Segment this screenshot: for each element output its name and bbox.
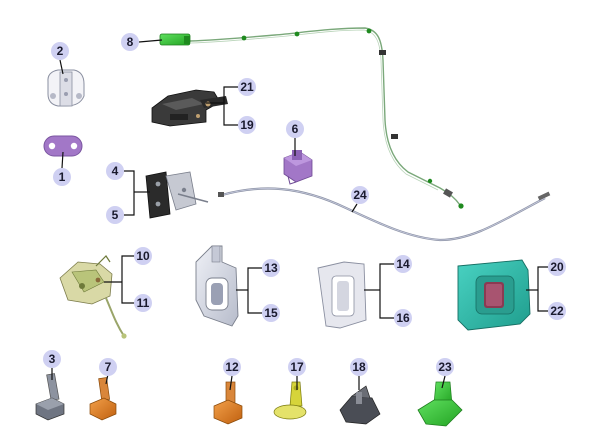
callout-3[interactable]: 3 bbox=[43, 350, 61, 368]
callout-2[interactable]: 2 bbox=[51, 42, 69, 60]
bolt-7-part bbox=[89, 377, 117, 421]
callout-5[interactable]: 5 bbox=[106, 206, 124, 224]
callout-10[interactable]: 10 bbox=[134, 247, 152, 265]
callout-8-label: 8 bbox=[127, 35, 134, 49]
callout-11[interactable]: 11 bbox=[134, 294, 152, 312]
callout-13[interactable]: 13 bbox=[262, 259, 280, 277]
callout-16-label: 16 bbox=[396, 311, 410, 325]
callout-22-label: 21 bbox=[240, 80, 254, 94]
callout-10-label: 10 bbox=[136, 249, 150, 263]
callout-19[interactable]: 19 bbox=[238, 116, 256, 134]
callout-4[interactable]: 4 bbox=[106, 162, 124, 180]
connector-clip-part bbox=[283, 150, 313, 185]
callout-16[interactable]: 16 bbox=[394, 309, 412, 327]
callout-18[interactable]: 18 bbox=[350, 358, 368, 376]
hinge-plate-part bbox=[47, 69, 85, 107]
callout-15[interactable]: 15 bbox=[262, 304, 280, 322]
callout-24-label: 24 bbox=[353, 188, 367, 202]
bolt-12-part bbox=[213, 381, 243, 425]
callout-1[interactable]: 1 bbox=[53, 168, 71, 186]
callout-22[interactable]: 21 bbox=[238, 78, 256, 96]
callout-6[interactable]: 6 bbox=[286, 120, 304, 138]
callout-3-label: 3 bbox=[49, 352, 56, 366]
lock-mechanism-part bbox=[59, 255, 127, 339]
callout-11-label: 11 bbox=[137, 296, 150, 310]
callout-12[interactable]: 12 bbox=[223, 358, 241, 376]
callout-17-label: 17 bbox=[290, 360, 304, 374]
callout-8[interactable]: 8 bbox=[121, 33, 139, 51]
latch-actuator-part bbox=[151, 89, 228, 127]
callout-23-label: 23 bbox=[438, 360, 452, 374]
callout-13-label: 13 bbox=[264, 261, 278, 275]
callout-21[interactable]: 22 bbox=[548, 302, 566, 320]
clip-nut-18-part bbox=[339, 385, 381, 425]
callout-17[interactable]: 17 bbox=[288, 358, 306, 376]
callout-12-label: 12 bbox=[225, 360, 239, 374]
outer-handle-part bbox=[457, 259, 531, 331]
wiring-harness-part bbox=[159, 27, 464, 209]
release-cable-part bbox=[218, 187, 551, 242]
gasket-part bbox=[43, 135, 83, 157]
callout-7[interactable]: 7 bbox=[99, 358, 117, 376]
callout-4-label: 4 bbox=[112, 164, 119, 178]
striker-bracket-part bbox=[145, 171, 209, 219]
callout-19-label: 19 bbox=[240, 118, 254, 132]
bolt-3-part bbox=[35, 373, 65, 421]
handle-bezel-part bbox=[317, 261, 367, 329]
callout-14[interactable]: 14 bbox=[394, 255, 412, 273]
callout-1-label: 1 bbox=[59, 170, 66, 184]
callout-23[interactable]: 23 bbox=[436, 358, 454, 376]
callout-5-label: 5 bbox=[112, 208, 119, 222]
callout-6-label: 6 bbox=[292, 122, 299, 136]
callout-18-label: 18 bbox=[352, 360, 366, 374]
callout-20[interactable]: 20 bbox=[548, 258, 566, 276]
callout-7-label: 7 bbox=[105, 360, 112, 374]
callout-2-label: 2 bbox=[57, 44, 64, 58]
callout-15-label: 15 bbox=[264, 306, 278, 320]
inner-handle-part bbox=[195, 245, 239, 327]
push-pin-23-part bbox=[417, 381, 463, 427]
callout-14-label: 14 bbox=[396, 257, 410, 271]
rivet-17-part bbox=[273, 381, 307, 420]
leader-lines bbox=[51, 39, 548, 391]
callout-21-label: 22 bbox=[550, 304, 564, 318]
callout-24[interactable]: 24 bbox=[351, 186, 369, 204]
callout-20-label: 20 bbox=[550, 260, 564, 274]
